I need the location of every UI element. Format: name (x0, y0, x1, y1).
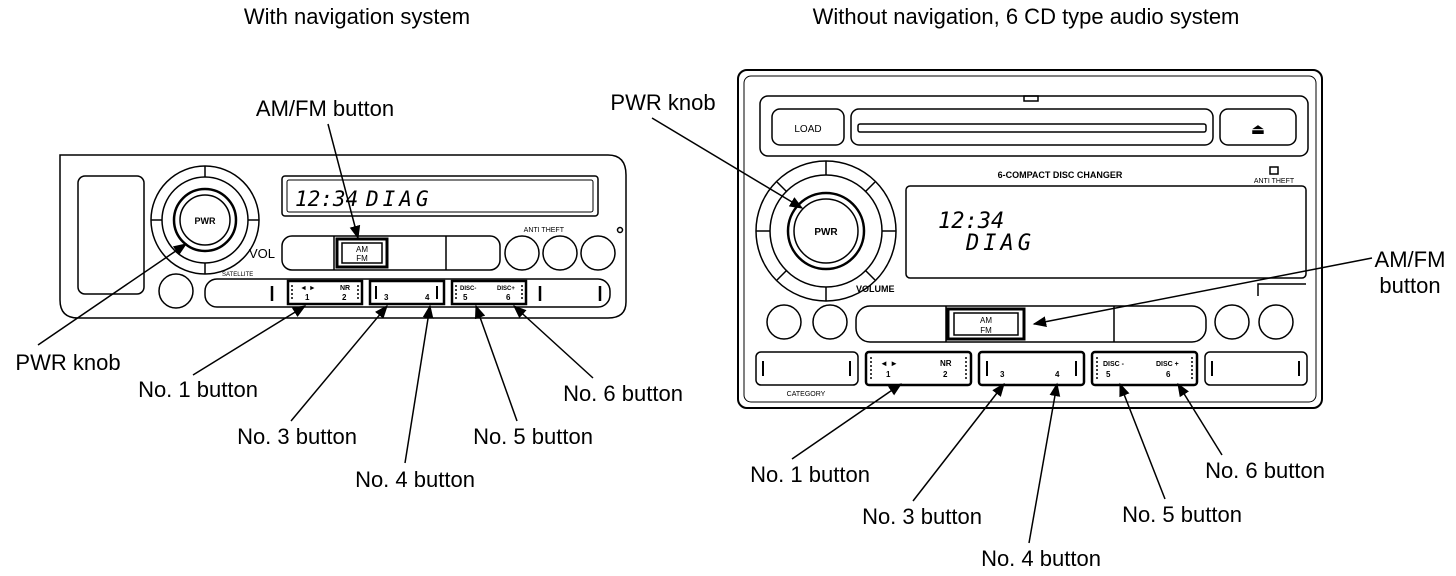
left-panel-title: With navigation system (244, 4, 470, 29)
right-category-label: CATEGORY (787, 391, 826, 398)
right-blank-button[interactable] (1204, 351, 1308, 386)
right-volume-label: VOLUME (856, 284, 895, 294)
right-faceplate (737, 69, 1323, 409)
right-callout-amfm-2: button (1379, 273, 1440, 298)
right-pwr-cap-label: PWR (814, 227, 838, 238)
right-callout-no1: No. 1 button (750, 462, 870, 487)
left-display-time: 12:34 (295, 187, 358, 211)
left-preset-1-2-button[interactable]: ◄ ► 1 NR 2 (286, 279, 364, 306)
left-preset2-top: NR (340, 285, 350, 292)
left-pwr-knob[interactable]: PWR (150, 165, 260, 275)
right-preset-1-2-button[interactable]: ◄ ► 1 NR 2 (864, 350, 973, 387)
right-preset1-num: 1 (886, 370, 891, 379)
left-callout-no6: No. 6 button (563, 381, 683, 406)
left-amfm-fm: FM (356, 254, 368, 263)
right-load-label: LOAD (794, 124, 821, 135)
right-changer-label: 6-COMPACT DISC CHANGER (998, 170, 1123, 180)
right-round-button-4[interactable] (1258, 304, 1294, 340)
left-callout-pwr: PWR knob (15, 350, 120, 375)
right-load-button[interactable] (771, 108, 845, 146)
right-amfm-fm: FM (980, 326, 992, 335)
left-preset6-num: 6 (506, 293, 511, 302)
right-display-time: 12:34 (938, 209, 1004, 234)
right-preset1-top: ◄ ► (880, 359, 898, 368)
left-callout-no3: No. 3 button (237, 424, 357, 449)
right-callout-no5: No. 5 button (1122, 502, 1242, 527)
right-preset4-num: 4 (1055, 370, 1060, 379)
left-preset-bar (204, 278, 611, 308)
left-preset2-num: 2 (342, 293, 347, 302)
left-display-text: DIAG (365, 187, 433, 211)
left-blank-pocket (77, 175, 145, 295)
right-callout-no3: No. 3 button (862, 504, 982, 529)
right-callout-no4: No. 4 button (981, 546, 1101, 571)
left-anti-theft-led (616, 226, 624, 234)
right-eject-icon: ⏏ (1251, 121, 1265, 138)
left-preset-5-6-button[interactable]: DISC- 5 DISC+ 6 (450, 279, 528, 306)
left-display (281, 175, 599, 217)
left-vol-label: VOL (249, 246, 275, 261)
right-disc-slot-row (759, 95, 1309, 157)
left-round-button-2[interactable] (542, 235, 578, 271)
right-callout-no6: No. 6 button (1205, 458, 1325, 483)
right-display-text: DIAG (965, 231, 1035, 256)
right-preset5-top: DISC - (1103, 361, 1125, 368)
right-eject-button[interactable] (1219, 108, 1297, 146)
left-callout-no4: No. 4 button (355, 467, 475, 492)
left-anti-theft-label: ANTI THEFT (524, 227, 565, 234)
right-preset2-top: NR (940, 359, 952, 368)
right-preset-5-6-button[interactable]: DISC - 5 DISC + 6 (1090, 350, 1199, 387)
right-display (905, 185, 1307, 279)
right-preset3-num: 3 (1000, 370, 1005, 379)
left-callout-amfm: AM/FM button (256, 96, 394, 121)
right-callout-amfm-1: AM/FM (1375, 247, 1446, 272)
left-callouts: AM/FM button PWR knob No. 1 button No. 3… (15, 96, 683, 492)
left-faceplate (59, 154, 627, 319)
left-round-button-3[interactable] (580, 235, 616, 271)
right-category-button[interactable] (755, 351, 859, 386)
left-round-button-1[interactable] (504, 235, 540, 271)
left-preset3-num: 3 (384, 293, 389, 302)
left-amfm-am: AM (356, 245, 368, 254)
right-amfm-button[interactable]: AM FM (946, 307, 1026, 341)
left-callout-no5: No. 5 button (473, 424, 593, 449)
left-preset5-top: DISC- (460, 286, 476, 292)
right-callouts: PWR knob AM/FM button No. 1 button No. 3… (610, 90, 1445, 571)
left-model-label: SATELLITE (222, 272, 253, 278)
right-round-button-3[interactable] (1214, 304, 1250, 340)
right-round-button-2[interactable] (812, 304, 848, 340)
left-callout-no1: No. 1 button (138, 377, 258, 402)
left-preset1-num: 1 (305, 293, 310, 302)
right-preset2-num: 2 (943, 370, 948, 379)
left-function-bar (281, 235, 501, 271)
right-disc-slot (850, 108, 1214, 146)
left-preset-3-4-button[interactable]: 3 4 (368, 279, 446, 306)
right-preset6-top: DISC + (1156, 361, 1179, 368)
right-anti-theft-indicator (1269, 166, 1279, 175)
left-panel: With navigation system PWR VOL SATELLITE… (59, 4, 627, 319)
left-preset6-top: DISC+ (497, 286, 515, 292)
right-preset6-num: 6 (1166, 370, 1171, 379)
left-amfm-button[interactable]: AM FM (335, 237, 389, 269)
right-preset-3-4-button[interactable]: 3 4 (977, 350, 1086, 387)
right-preset5-num: 5 (1106, 370, 1111, 379)
right-panel: Without navigation, 6 CD type audio syst… (737, 4, 1323, 409)
right-panel-title: Without navigation, 6 CD type audio syst… (813, 4, 1240, 29)
right-round-button-1[interactable] (766, 304, 802, 340)
right-pwr-knob[interactable]: PWR (755, 160, 897, 302)
left-pwr-cap-label: PWR (195, 216, 216, 226)
right-anti-theft-label: ANTI THEFT (1254, 178, 1295, 185)
left-round-button-lower[interactable] (158, 273, 194, 309)
right-callout-pwr: PWR knob (610, 90, 715, 115)
left-preset5-num: 5 (463, 293, 468, 302)
right-function-bar (855, 305, 1207, 343)
left-preset4-num: 4 (425, 293, 430, 302)
left-preset1-top: ◄ ► (300, 285, 316, 292)
right-amfm-am: AM (980, 316, 992, 325)
